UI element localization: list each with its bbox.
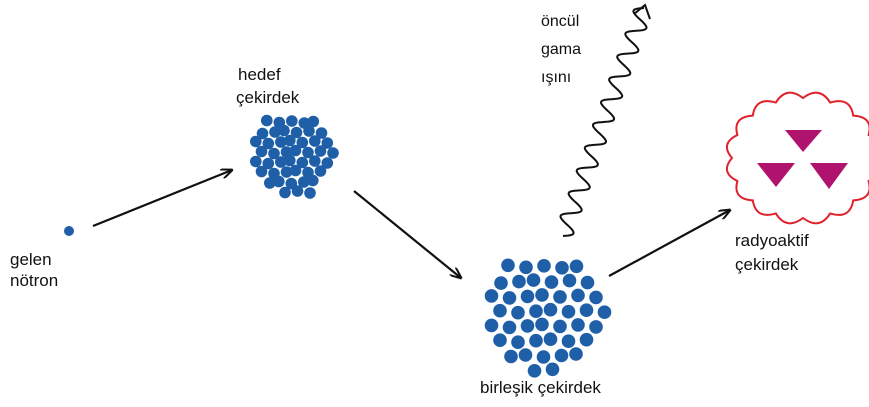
nucleon-dot [485, 289, 499, 303]
nucleon-dot [284, 135, 296, 147]
nucleon-dot [570, 260, 584, 274]
nucleon-dot [290, 165, 302, 177]
nucleon-dot [545, 275, 559, 289]
arrow-neutron-to-target [93, 170, 232, 226]
nucleon-dot [544, 303, 558, 317]
nucleon-dot [580, 303, 594, 317]
nucleon-dot [589, 320, 603, 334]
nucleon-dot [511, 335, 525, 349]
nucleon-dot [555, 261, 569, 275]
nucleon-dot [529, 304, 543, 318]
nucleon-dot [256, 146, 268, 158]
nucleon-dot [504, 350, 518, 364]
nucleon-dot [527, 273, 541, 287]
nucleus-cluster-icon [250, 115, 339, 199]
nucleon-dot [256, 166, 268, 178]
nucleon-dot [290, 145, 302, 157]
nucleon-dot [535, 318, 549, 332]
nucleon-dot [493, 304, 507, 318]
nucleon-dot [250, 156, 262, 168]
label-oncul: öncül [541, 12, 579, 32]
label-radyoaktif: radyoaktif [735, 231, 809, 250]
nucleon-dot [309, 135, 321, 147]
nucleon-dot [562, 305, 576, 319]
nucleon-dot [303, 125, 315, 137]
label-hedef: hedef [238, 65, 281, 84]
compound-nucleus-cluster-icon [485, 259, 612, 378]
neutron-dot-icon [64, 226, 74, 236]
nucleon-dot [307, 175, 319, 187]
nucleon-dot [493, 333, 507, 347]
nucleon-dot [537, 259, 551, 273]
nucleon-dot [546, 363, 560, 377]
nucleon-dot [562, 334, 576, 348]
nucleon-dot [598, 305, 612, 319]
nucleon-dot [273, 176, 285, 188]
nucleon-dot [503, 321, 517, 335]
nucleon-dot [327, 147, 339, 159]
nucleon-dot [284, 155, 296, 167]
nucleon-dot [519, 261, 533, 275]
nucleon-dot [250, 136, 262, 148]
nucleon-dot [278, 125, 290, 137]
nucleon-dot [571, 318, 585, 332]
nucleon-dot [286, 115, 298, 127]
nucleon-dot [553, 320, 567, 334]
nucleon-dot [304, 187, 316, 199]
nucleon-dot [537, 350, 551, 364]
nucleon-dot [309, 155, 321, 167]
label-notron: nötron [10, 271, 58, 290]
arrow-compound-to-radioactive [609, 210, 730, 276]
nucleon-dot [494, 276, 508, 290]
nucleon-dot [563, 274, 577, 288]
nucleon-dot [571, 289, 585, 303]
nucleon-dot [528, 364, 542, 378]
nucleon-dot [521, 290, 535, 304]
nucleon-dot [315, 165, 327, 177]
nucleon-dot [485, 319, 499, 333]
nucleon-dot [261, 115, 273, 127]
nucleon-dot [581, 276, 595, 290]
nucleon-dot [529, 334, 543, 348]
label-radyoaktif-cekirdek: çekirdek [735, 255, 798, 274]
nucleon-dot [511, 306, 525, 320]
nucleon-dot [315, 145, 327, 157]
radioactive-cloud-outline [727, 93, 869, 224]
nucleon-dot [569, 347, 583, 361]
nucleon-dot [555, 349, 569, 363]
label-isini: ışını [541, 68, 571, 88]
nucleon-dot [521, 319, 535, 333]
nucleon-dot [292, 185, 304, 197]
label-birlesik-cekirdek: birleşik çekirdek [480, 378, 601, 397]
nucleon-dot [580, 333, 594, 347]
nucleon-dot [589, 291, 603, 305]
arrow-target-to-compound [354, 191, 461, 278]
label-gelen: gelen [10, 250, 52, 269]
nucleon-dot [553, 290, 567, 304]
nucleon-dot [535, 288, 549, 302]
label-gama: gama [541, 40, 581, 60]
nucleon-dot [544, 332, 558, 346]
nucleon-dot [519, 348, 533, 362]
nucleon-dot [501, 259, 515, 273]
nucleon-dot [279, 187, 291, 199]
nucleon-dot [503, 291, 517, 305]
label-hedef-cekirdek: çekirdek [236, 88, 299, 107]
nucleon-dot [512, 275, 526, 289]
